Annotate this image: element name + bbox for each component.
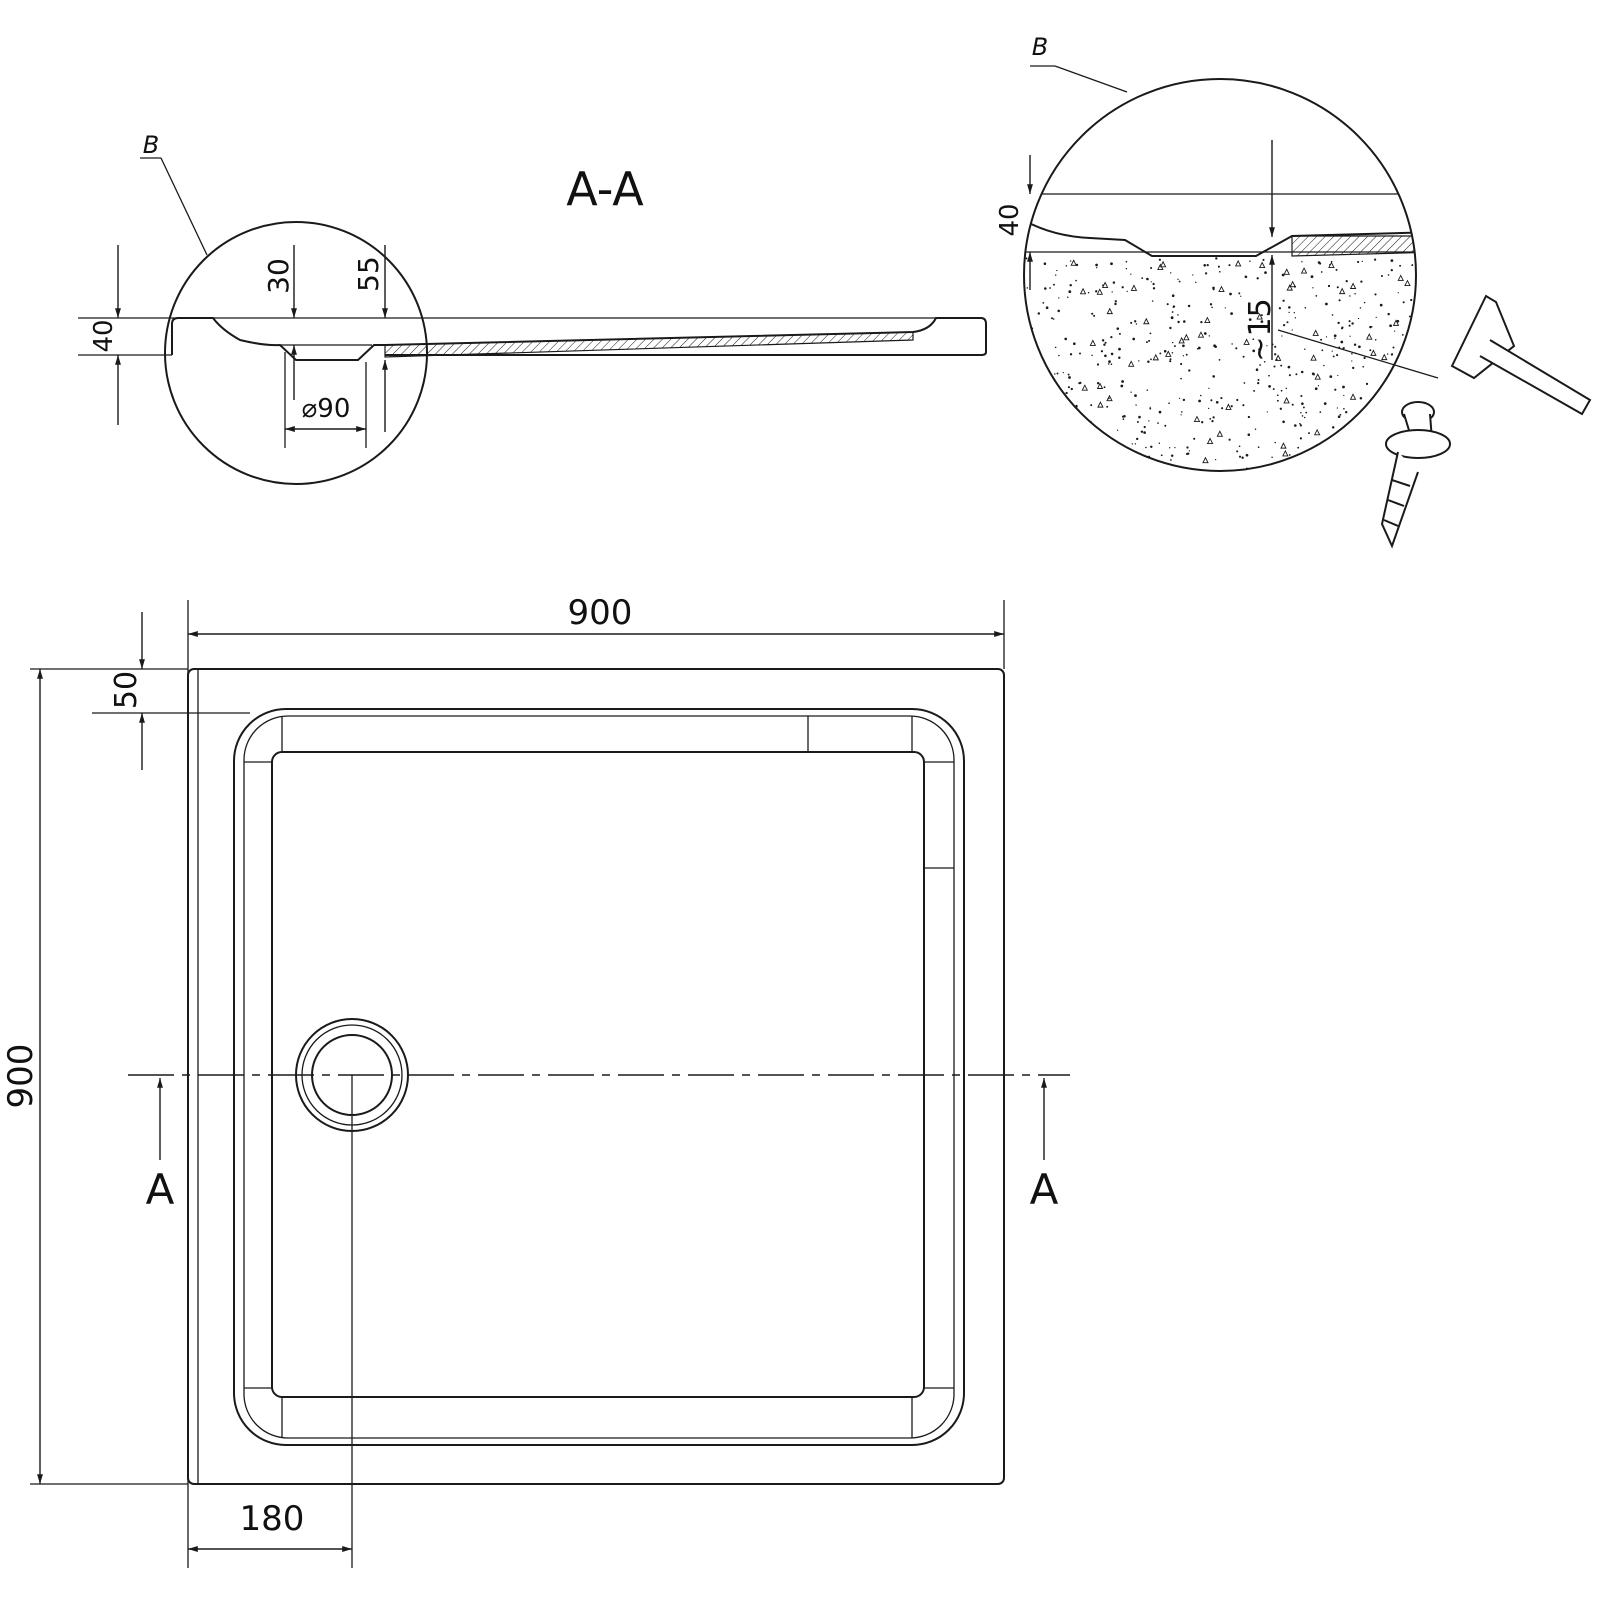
anchor-bolt-icon	[1380, 401, 1451, 549]
detail-slab-hatch	[1291, 235, 1416, 257]
section-title: A-A	[566, 162, 644, 216]
tray-rim	[233, 708, 965, 1446]
section-view: A-A B 40 30 55 ⌀90	[78, 131, 987, 485]
slab-hatch	[384, 331, 914, 358]
detail-view: B 40 ~15	[995, 33, 1592, 549]
plan-view: A A 900 900 50 180	[1, 593, 1070, 1568]
section-marker-right: A	[1030, 1165, 1059, 1214]
detail-label-right: B	[1032, 33, 1048, 61]
section-dim-diameter: ⌀90	[302, 394, 351, 424]
plan-dim-height: 900	[1, 1044, 41, 1109]
tray-outer	[187, 668, 1005, 1485]
plan-dim-drain-offset: 180	[240, 1499, 305, 1539]
plan-dim-rim: 50	[109, 671, 144, 709]
section-dim-40: 40	[89, 319, 119, 352]
hammer-icon	[1450, 294, 1592, 416]
detail-dim-40: 40	[995, 203, 1025, 236]
detail-dim-15: ~15	[1243, 298, 1278, 361]
detail-label-left: B	[143, 131, 159, 159]
detail-circle-right	[1023, 78, 1417, 472]
section-dim-55: 55	[352, 256, 385, 292]
section-dim-30: 30	[262, 258, 295, 294]
section-marker-left: A	[146, 1165, 175, 1214]
plan-dim-width: 900	[568, 593, 633, 633]
